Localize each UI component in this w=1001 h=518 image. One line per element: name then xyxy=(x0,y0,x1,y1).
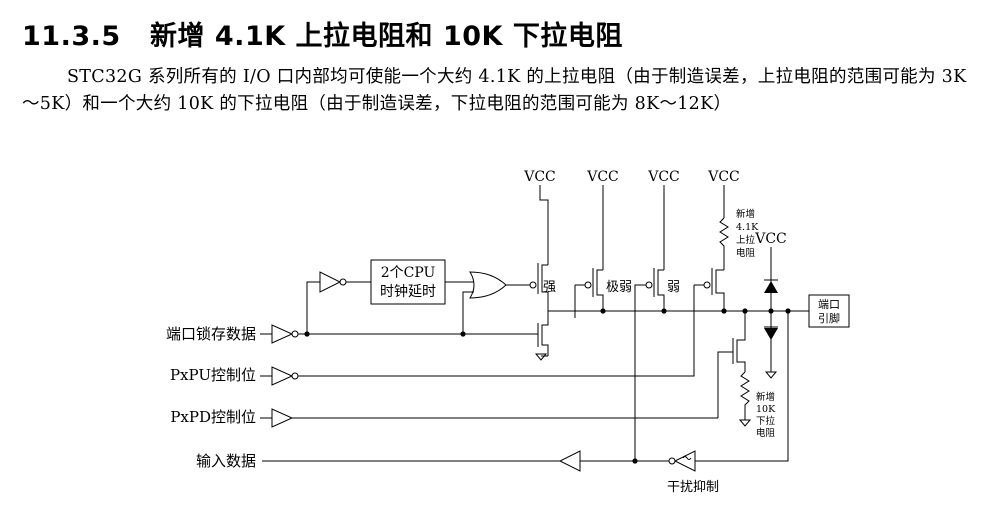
input-label-pxpd: PxPD控制位 xyxy=(170,408,256,426)
nmos-driver xyxy=(298,311,549,361)
pulldown-label-1: 新增 xyxy=(756,391,775,403)
input-label-input-data: 输入数据 xyxy=(196,452,256,470)
delay-block xyxy=(370,259,446,305)
pmos-very-weak: 极弱 xyxy=(575,268,632,311)
port-pin-label-2: 引脚 xyxy=(818,311,840,325)
pulldown-label-3: 下拉 xyxy=(756,415,776,427)
pulldown-resistor xyxy=(740,371,750,420)
section-title: 新增 4.1K 上拉电阻和 10K 下拉电阻 xyxy=(150,21,623,52)
vcc-label-right: VCC xyxy=(754,231,787,247)
port-pin-label-1: 端口 xyxy=(818,298,840,311)
transistor-label-strong: 强 xyxy=(543,280,556,295)
pxpd-buffer xyxy=(271,408,294,428)
pulldown-label-2: 10K xyxy=(756,404,776,415)
input-buffer xyxy=(558,450,581,472)
pulldown-label-4: 电阻 xyxy=(756,427,776,439)
port-pin-box xyxy=(808,294,850,328)
vcc-label-2: VCC xyxy=(586,169,619,185)
pullup-label-2: 4.1K xyxy=(736,222,759,233)
delay-label-1: 2个CPU xyxy=(381,265,436,281)
pullup-resistor xyxy=(719,217,729,270)
vcc-label-3: VCC xyxy=(647,169,680,185)
pullup-label-1: 新增 xyxy=(736,208,755,220)
input-label-pxpu: PxPU控制位 xyxy=(170,366,256,384)
section-heading: 11.3.5 新增 4.1K 上拉电阻和 10K 下拉电阻 xyxy=(22,14,623,53)
pullup-label-4: 电阻 xyxy=(736,247,756,259)
clamp-diode-upper xyxy=(764,258,778,311)
pmos-weak: 弱 xyxy=(640,268,680,311)
clamp-diode-lower xyxy=(764,311,778,379)
junction-dots xyxy=(304,308,791,464)
pmos-strong: 强 xyxy=(486,263,556,311)
input-label-port-latch: 端口锁存数据 xyxy=(166,325,256,343)
delay-label-2: 时钟延时 xyxy=(380,283,436,300)
latch-buffer xyxy=(271,324,299,344)
noise-suppression-label: 干扰抑制 xyxy=(667,480,719,495)
transistor-label-weak: 弱 xyxy=(667,280,680,295)
noise-suppression-buffer xyxy=(668,450,696,472)
pullup-label-3: 上拉 xyxy=(736,234,756,246)
pmos-pullup-enable xyxy=(694,268,725,311)
pulldown-ground xyxy=(738,419,752,427)
or-gate xyxy=(469,271,507,299)
transistor-label-very-weak: 极弱 xyxy=(606,280,632,295)
nmos-pulldown-enable xyxy=(717,311,746,418)
pxpu-buffer xyxy=(271,366,299,386)
feedback-line xyxy=(634,284,640,461)
section-number: 11.3.5 xyxy=(22,21,121,52)
description-paragraph: STC32G 系列所有的 I/O 口内部均可使能一个大约 4.1K 的上拉电阻（… xyxy=(22,67,967,114)
vcc-label-1: VCC xyxy=(523,169,556,185)
vcc-label-4: VCC xyxy=(707,169,740,185)
vcc-rail-strong xyxy=(539,185,549,265)
inverter-gate xyxy=(319,271,347,293)
